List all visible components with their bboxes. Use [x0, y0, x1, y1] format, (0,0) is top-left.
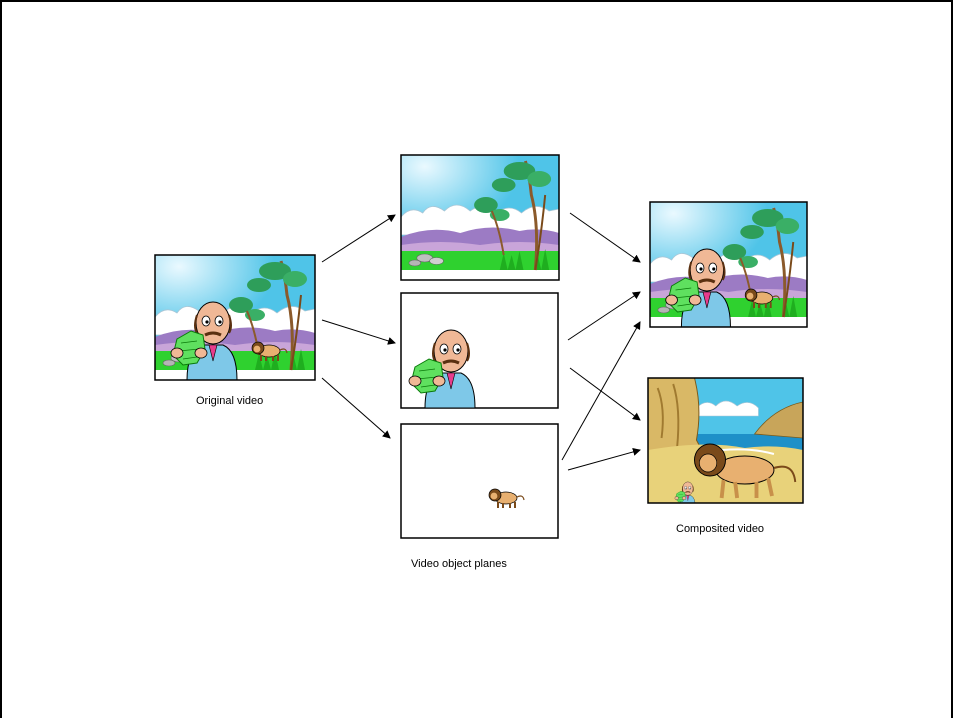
vop-background-panel: [400, 154, 560, 281]
arrows: [321, 212, 641, 471]
arrow-lion-to-composite-2: [567, 448, 641, 471]
arrow-man-to-composite-1: [567, 291, 641, 341]
caption-video-object-planes: Video object planes: [411, 558, 507, 570]
vop-man-panel: [400, 292, 559, 409]
composited-video-panel-2: [647, 377, 804, 504]
caption-composited-video: Composited video: [676, 523, 765, 535]
arrow-background-to-composite-1: [569, 212, 641, 263]
arrow-man-to-composite-2: [569, 367, 641, 421]
arrow-original-to-man: [321, 319, 396, 345]
vop-lion-panel: [400, 423, 559, 539]
caption-original-video: Original video: [196, 395, 264, 407]
arrow-original-to-background: [321, 214, 396, 263]
arrow-lion-to-composite-1: [561, 321, 641, 461]
original-video-panel: [154, 254, 316, 381]
arrow-original-to-lion: [321, 377, 391, 439]
composited-video-panel-1: [649, 201, 808, 328]
